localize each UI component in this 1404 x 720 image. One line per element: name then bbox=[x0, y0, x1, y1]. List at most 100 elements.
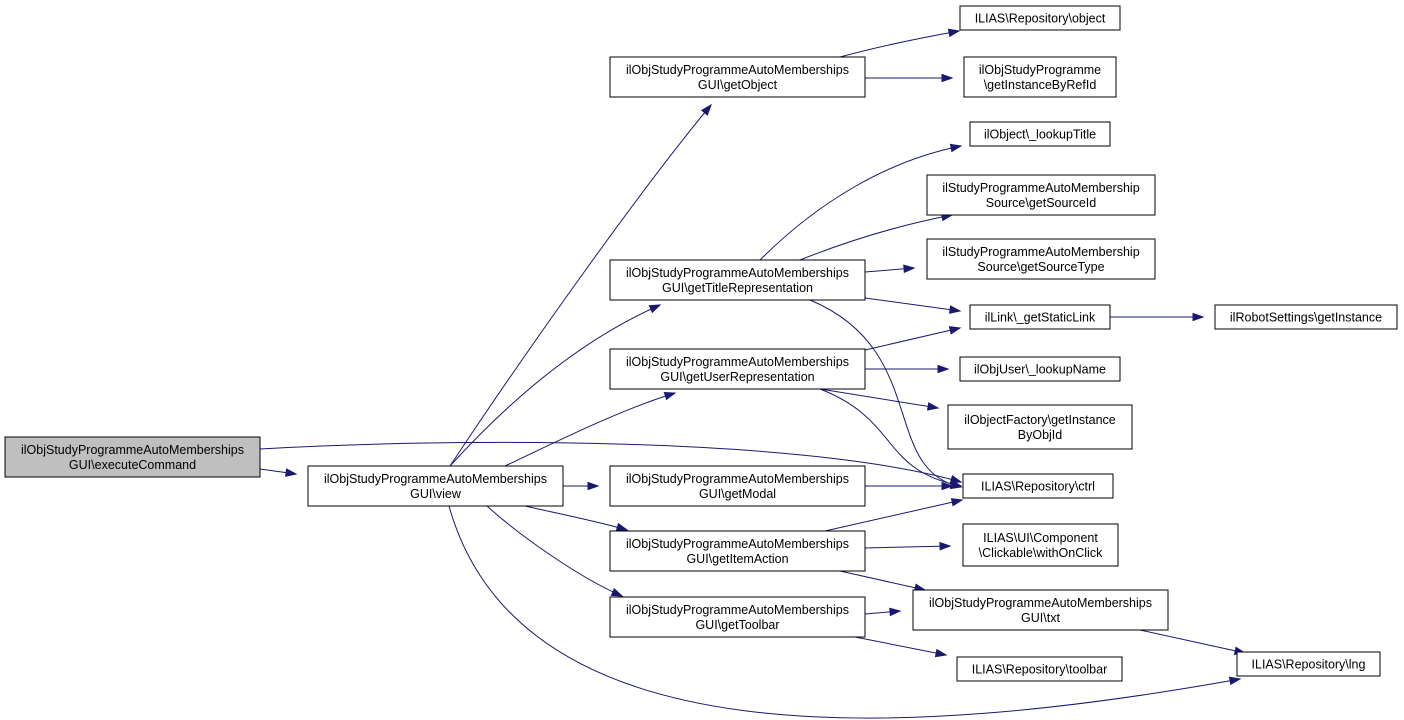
arrowhead bbox=[903, 264, 916, 274]
edge-getUserRepresentation-to-repoCtrl bbox=[819, 388, 963, 489]
edge-getTitleRepresentation-to-lookupTitle bbox=[759, 143, 963, 261]
node-label: GUI\view bbox=[410, 487, 462, 501]
node-executeCommand[interactable]: ilObjStudyProgrammeAutoMembershipsGUI\ex… bbox=[4, 436, 261, 478]
node-label: ilRobotSettings\getInstance bbox=[1230, 311, 1382, 325]
arrowhead bbox=[934, 648, 948, 658]
node-getModal[interactable]: ilObjStudyProgrammeAutoMembershipsGUI\ge… bbox=[609, 465, 866, 507]
arrowhead bbox=[939, 541, 952, 551]
node-getItemAction[interactable]: ilObjStudyProgrammeAutoMembershipsGUI\ge… bbox=[609, 530, 866, 572]
node-label: ILIAS\UI\Component bbox=[983, 531, 1098, 545]
node-label: GUI\getObject bbox=[698, 78, 778, 92]
arrowhead bbox=[949, 479, 963, 489]
node-label: ilObjStudyProgrammeAutoMemberships bbox=[21, 443, 244, 457]
arrowhead bbox=[615, 522, 629, 532]
edge-getObject-to-repoObject bbox=[839, 28, 961, 58]
node-repoToolbar[interactable]: ILIAS\Repository\toolbar bbox=[956, 656, 1123, 682]
node-label: Source\getSourceId bbox=[986, 196, 1097, 210]
edge-getItemAction-to-txt bbox=[839, 570, 927, 592]
arrowhead bbox=[648, 304, 662, 314]
node-label: ILIAS\Repository\toolbar bbox=[972, 663, 1108, 677]
arrowhead bbox=[889, 607, 902, 617]
node-label: GUI\getToolbar bbox=[695, 618, 779, 632]
node-getSourceId[interactable]: ilStudyProgrammeAutoMembershipSource\get… bbox=[926, 174, 1156, 216]
edge-view-to-repoLng bbox=[448, 505, 1242, 719]
node-lookupTitle[interactable]: ilObject\_lookupTitle bbox=[969, 121, 1111, 147]
arrowhead bbox=[285, 468, 298, 477]
node-label: ilStudyProgrammeAutoMembership bbox=[942, 245, 1139, 259]
node-label: ilObjStudyProgrammeAutoMemberships bbox=[626, 63, 849, 77]
arrowhead bbox=[663, 391, 677, 401]
arrowhead bbox=[947, 28, 961, 38]
edge-view-to-getObject bbox=[449, 103, 712, 467]
edge-view-to-getTitleRepresentation bbox=[449, 304, 662, 467]
arrowhead bbox=[950, 498, 964, 507]
edge-view-to-getToolbar bbox=[486, 505, 624, 597]
arrowhead bbox=[941, 481, 954, 491]
node-label: ilObjStudyProgrammeAutoMemberships bbox=[929, 596, 1152, 610]
node-robotGetInstance[interactable]: ilRobotSettings\getInstance bbox=[1214, 304, 1398, 330]
node-label: ILIAS\Repository\ctrl bbox=[981, 480, 1095, 494]
edge-txt-to-repoLng bbox=[1139, 629, 1247, 655]
node-getToolbar[interactable]: ilObjStudyProgrammeAutoMembershipsGUI\ge… bbox=[609, 596, 866, 638]
node-label: ilObjStudyProgramme bbox=[979, 63, 1101, 77]
node-repoCtrl[interactable]: ILIAS\Repository\ctrl bbox=[962, 473, 1114, 499]
node-view[interactable]: ilObjStudyProgrammeAutoMembershipsGUI\vi… bbox=[307, 465, 564, 507]
node-label: ilObjStudyProgrammeAutoMemberships bbox=[626, 266, 849, 280]
arrowhead bbox=[610, 587, 624, 597]
node-label: ilObjStudyProgrammeAutoMemberships bbox=[626, 537, 849, 551]
arrowhead bbox=[941, 73, 954, 83]
node-getObject[interactable]: ilObjStudyProgrammeAutoMembershipsGUI\ge… bbox=[609, 56, 866, 98]
node-getInstanceByRefId[interactable]: ilObjStudyProgramme\getInstanceByRefId bbox=[963, 56, 1117, 98]
node-label: Source\getSourceType bbox=[977, 260, 1104, 274]
node-label: ilStudyProgrammeAutoMembership bbox=[942, 181, 1139, 195]
node-label: GUI\getUserRepresentation bbox=[660, 370, 814, 384]
node-label: ilLink\_getStaticLink bbox=[985, 311, 1096, 325]
edge-getObject-to-getInstanceByRefId bbox=[865, 73, 954, 83]
edge-getTitleRepresentation-to-getStaticLink bbox=[864, 297, 962, 314]
node-repoLng[interactable]: ILIAS\Repository\lng bbox=[1236, 651, 1381, 677]
edge-view-to-getUserRepresentation bbox=[504, 391, 677, 467]
arrowhead bbox=[949, 305, 962, 314]
arrowhead bbox=[587, 481, 600, 491]
node-label: ILIAS\Repository\object bbox=[975, 12, 1106, 26]
node-label: ByObjId bbox=[1018, 428, 1063, 442]
edge-getUserRepresentation-to-getStaticLink bbox=[864, 326, 962, 351]
edge-view-to-getModal bbox=[563, 481, 600, 491]
edges-layer bbox=[259, 28, 1247, 719]
edge-executeCommand-to-view bbox=[259, 468, 298, 477]
edge-getUserRepresentation-to-getInstanceByObjId bbox=[819, 388, 940, 411]
edge-getToolbar-to-txt bbox=[864, 607, 902, 617]
node-label: \Clickable\withOnClick bbox=[979, 546, 1103, 560]
node-label: GUI\txt bbox=[1021, 611, 1060, 625]
node-label: ilObjStudyProgrammeAutoMemberships bbox=[626, 355, 849, 369]
nodes-layer: ilObjStudyProgrammeAutoMembershipsGUI\ex… bbox=[4, 5, 1398, 682]
edge-getModal-to-repoCtrl bbox=[865, 481, 954, 491]
node-txt[interactable]: ilObjStudyProgrammeAutoMembershipsGUI\tx… bbox=[912, 589, 1169, 631]
node-label: ILIAS\Repository\lng bbox=[1252, 658, 1366, 672]
arrowhead bbox=[1192, 312, 1205, 322]
node-getTitleRepresentation[interactable]: ilObjStudyProgrammeAutoMembershipsGUI\ge… bbox=[609, 259, 866, 301]
arrowhead bbox=[937, 364, 950, 374]
node-label: ilObject\_lookupTitle bbox=[984, 128, 1096, 142]
node-label: ilObjUser\_lookupName bbox=[974, 363, 1106, 377]
node-lookupName[interactable]: ilObjUser\_lookupName bbox=[959, 356, 1121, 382]
arrowhead bbox=[948, 326, 962, 335]
edge-getUserRepresentation-to-lookupName bbox=[865, 364, 950, 374]
node-repoObject[interactable]: ILIAS\Repository\object bbox=[959, 5, 1121, 31]
arrowhead bbox=[1228, 676, 1242, 686]
node-label: GUI\getTitleRepresentation bbox=[662, 281, 813, 295]
node-label: ilObjectFactory\getInstance bbox=[964, 413, 1116, 427]
node-label: GUI\executeCommand bbox=[69, 458, 196, 472]
node-getSourceType[interactable]: ilStudyProgrammeAutoMembershipSource\get… bbox=[926, 238, 1156, 280]
node-label: GUI\getItemAction bbox=[686, 552, 788, 566]
arrowhead bbox=[949, 143, 963, 153]
node-getStaticLink[interactable]: ilLink\_getStaticLink bbox=[969, 304, 1111, 330]
arrowhead bbox=[926, 402, 940, 411]
node-getUserRepresentation[interactable]: ilObjStudyProgrammeAutoMembershipsGUI\ge… bbox=[609, 348, 866, 390]
edge-getStaticLink-to-robotGetInstance bbox=[1110, 312, 1205, 322]
node-withOnClick[interactable]: ILIAS\UI\Component\Clickable\withOnClick bbox=[962, 523, 1119, 567]
node-label: \getInstanceByRefId bbox=[984, 78, 1097, 92]
node-label: ilObjStudyProgrammeAutoMemberships bbox=[626, 603, 849, 617]
